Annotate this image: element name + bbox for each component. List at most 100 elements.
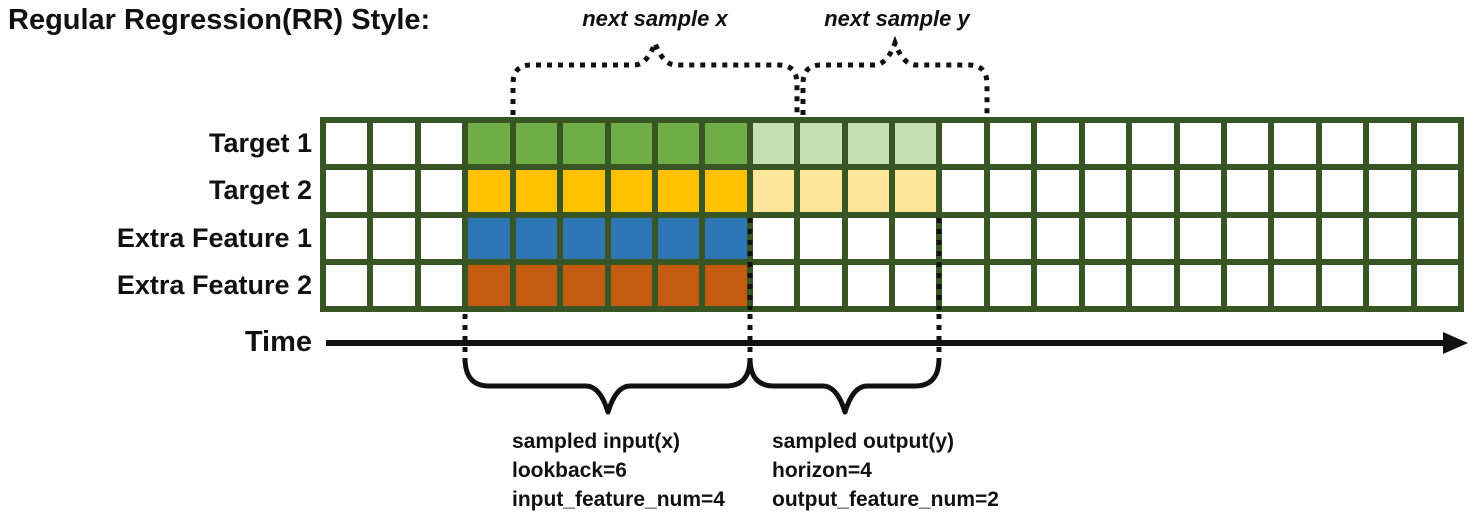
grid-cell	[1037, 170, 1079, 212]
grid-cell	[1369, 217, 1411, 259]
horizon-value: horizon=4	[772, 459, 872, 482]
grid-cell	[800, 123, 842, 165]
grid-cell	[1416, 123, 1458, 165]
sampled-output-title: sampled output(y)	[772, 430, 954, 453]
grid-cell	[420, 170, 463, 212]
sampled-output-brace	[747, 357, 942, 415]
sampled-output-text: sampled output(y) horizon=4 output_featu…	[772, 427, 999, 514]
grid-cell	[657, 217, 700, 259]
grid-cell	[752, 264, 795, 306]
grid-cell	[942, 170, 984, 212]
grid-cell	[1226, 123, 1269, 165]
grid-cell	[847, 170, 889, 212]
grid-cell	[326, 123, 368, 165]
grid-cell	[1274, 170, 1316, 212]
time-label: Time	[244, 326, 312, 358]
grid-cell	[326, 170, 368, 212]
grid-cell	[1274, 264, 1316, 306]
grid-cell	[989, 123, 1032, 165]
grid-cell	[895, 217, 937, 259]
sampled-input-title: sampled input(x)	[512, 430, 681, 453]
grid-cell	[420, 264, 463, 306]
grid-cell	[610, 217, 652, 259]
grid-cell	[1179, 123, 1221, 165]
grid-cell	[515, 123, 558, 165]
grid-cell	[1179, 217, 1221, 259]
sampled-input-text: sampled input(x) lookback=6 input_featur…	[512, 427, 725, 514]
grid-cell	[705, 264, 747, 306]
grid-cell	[468, 217, 510, 259]
diagram-title: Regular Regression(RR) Style:	[8, 4, 431, 36]
grid-cell	[373, 217, 415, 259]
grid-cell	[1321, 217, 1364, 259]
row-label: Target 2	[208, 175, 312, 206]
grid-cell	[942, 123, 984, 165]
sampled-input-brace	[462, 357, 753, 415]
grid-cell	[373, 123, 415, 165]
grid-cell	[989, 217, 1032, 259]
grid-cell	[1084, 217, 1127, 259]
grid-cell	[1179, 264, 1221, 306]
grid-cell	[373, 264, 415, 306]
row-label: Target 1	[208, 128, 312, 159]
grid-cell	[1416, 170, 1458, 212]
grid-cell	[705, 123, 747, 165]
grid-cell	[1037, 264, 1079, 306]
grid-cell	[563, 264, 605, 306]
grid-cell	[1321, 170, 1364, 212]
next-sample-y-brace	[800, 35, 990, 115]
grid-cell	[1369, 123, 1411, 165]
grid-cell	[468, 170, 510, 212]
grid-cell	[563, 123, 605, 165]
grid-cell	[705, 170, 747, 212]
grid-cell	[800, 170, 842, 212]
grid-cell	[1274, 217, 1316, 259]
grid-cell	[515, 264, 558, 306]
grid-cell	[847, 264, 889, 306]
grid-cell	[657, 123, 700, 165]
grid-cell	[1226, 217, 1269, 259]
grid-cell	[657, 264, 700, 306]
grid-cell	[326, 264, 368, 306]
grid-cell	[326, 217, 368, 259]
grid-cell	[895, 264, 937, 306]
grid-cell	[468, 123, 510, 165]
grid-cell	[847, 217, 889, 259]
grid-cell	[1084, 170, 1127, 212]
grid-cell	[895, 170, 937, 212]
grid-cell	[942, 264, 984, 306]
time-series-grid	[320, 117, 1464, 312]
next-sample-x-label: next sample x	[582, 6, 728, 31]
row-label: Extra Feature 1	[116, 222, 312, 253]
grid-cell	[1132, 264, 1174, 306]
grid-cell	[800, 264, 842, 306]
grid-cell	[989, 264, 1032, 306]
grid-cell	[468, 264, 510, 306]
grid-cell	[610, 264, 652, 306]
grid-cell	[610, 123, 652, 165]
grid-cell	[420, 123, 463, 165]
grid-cell	[1369, 170, 1411, 212]
grid-cell	[752, 170, 795, 212]
grid-cell	[1084, 123, 1127, 165]
grid-cell	[420, 217, 463, 259]
grid-cell	[752, 217, 795, 259]
grid-cell	[1416, 264, 1458, 306]
grid-cell	[989, 170, 1032, 212]
grid-cell	[1179, 170, 1221, 212]
grid-cell	[1416, 217, 1458, 259]
grid-cell	[705, 217, 747, 259]
grid-cell	[563, 170, 605, 212]
output-feature-num: output_feature_num=2	[772, 488, 999, 511]
grid-cell	[1084, 264, 1127, 306]
grid-cell	[373, 170, 415, 212]
grid-cell	[1132, 123, 1174, 165]
grid-cell	[1132, 217, 1174, 259]
lookback-value: lookback=6	[512, 459, 627, 482]
grid-cell	[752, 123, 795, 165]
grid-cell	[1132, 170, 1174, 212]
grid-cell	[515, 170, 558, 212]
grid-cell	[657, 170, 700, 212]
grid-cell	[1037, 217, 1079, 259]
